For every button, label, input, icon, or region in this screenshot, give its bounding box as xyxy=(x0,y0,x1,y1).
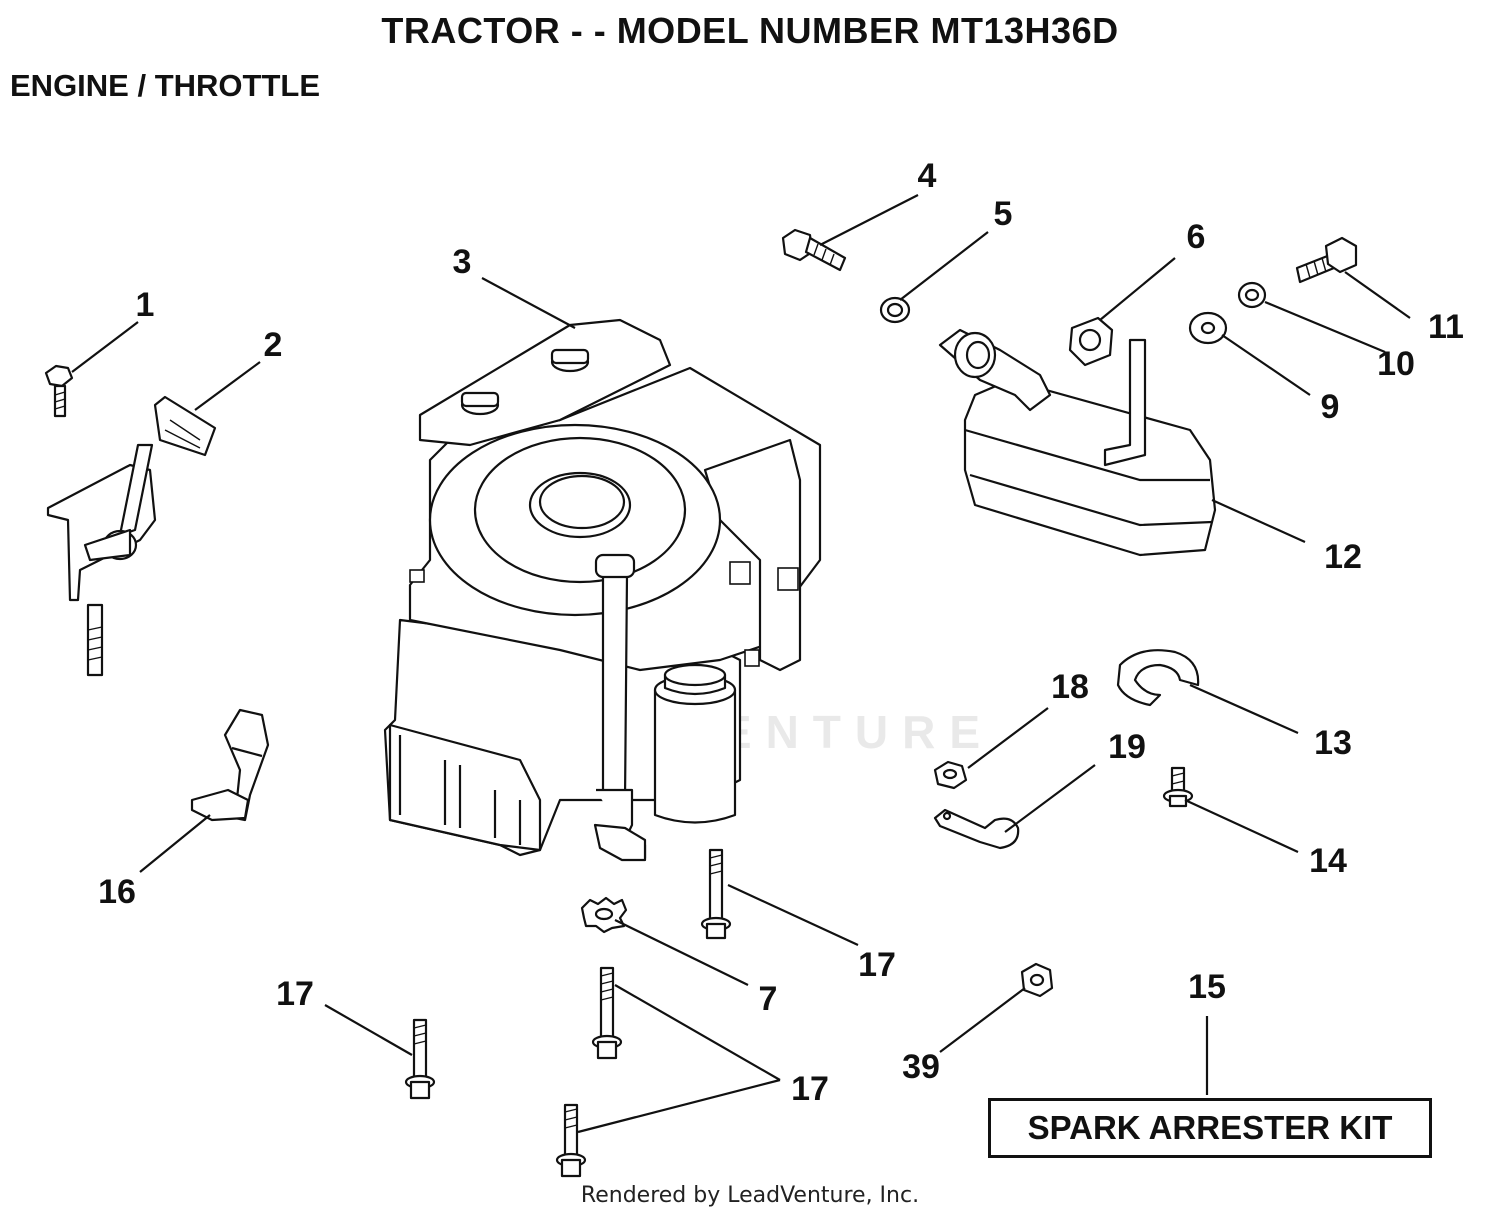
part-2-throttle-control xyxy=(46,395,217,677)
callout-17-a: 17 xyxy=(858,946,896,984)
part-4-bolt xyxy=(781,228,847,272)
part-39-nut xyxy=(1020,962,1054,998)
part-18-nut xyxy=(933,760,968,790)
callout-5: 5 xyxy=(994,195,1013,233)
part-12-muffler xyxy=(938,328,1217,557)
part-17-bolt-b xyxy=(404,1018,436,1100)
part-13-gasket-ring xyxy=(1116,649,1200,707)
callout-14: 14 xyxy=(1309,842,1347,880)
callout-11: 11 xyxy=(1428,308,1464,346)
leader-lines xyxy=(71,194,1411,1134)
part-14-flange-bolt xyxy=(1162,766,1194,808)
part-17-bolt-d xyxy=(555,1103,587,1178)
part-7-star-washer xyxy=(580,896,628,934)
callout-9: 9 xyxy=(1321,388,1340,426)
callout-6: 6 xyxy=(1187,218,1206,256)
part-10-lock-washer xyxy=(1237,281,1267,309)
callout-7: 7 xyxy=(759,980,778,1018)
callout-labels: 1 2 3 4 5 6 7 9 10 11 12 13 14 15 16 17 … xyxy=(98,157,1464,1108)
callout-17-c: 17 xyxy=(791,1070,829,1108)
spark-arrester-kit-box: SPARK ARRESTER KIT xyxy=(988,1098,1432,1158)
part-1-hex-bolt xyxy=(44,364,74,418)
section-title: ENGINE / THROTTLE xyxy=(10,68,320,103)
part-17-bolt-a xyxy=(700,848,732,940)
part-5-lock-washer xyxy=(879,296,911,324)
callout-18: 18 xyxy=(1051,668,1089,706)
page-title: TRACTOR - - MODEL NUMBER MT13H36D xyxy=(381,10,1119,51)
part-9-flat-washer xyxy=(1188,311,1228,345)
callout-2: 2 xyxy=(264,326,283,364)
part-17-bolt-c xyxy=(591,966,623,1060)
callout-15: 15 xyxy=(1188,968,1226,1006)
part-11-bolt xyxy=(1295,236,1358,284)
callout-12: 12 xyxy=(1324,538,1362,576)
callout-16: 16 xyxy=(98,873,136,911)
footer-credit: Rendered by LeadVenture, Inc. xyxy=(580,1183,920,1208)
engine-part xyxy=(383,318,822,862)
part-19-clamp xyxy=(933,808,1020,850)
callout-13: 13 xyxy=(1314,724,1352,762)
callout-19: 19 xyxy=(1108,728,1146,766)
part-16-bracket xyxy=(190,708,270,822)
callout-39: 39 xyxy=(902,1048,940,1086)
callout-17-b: 17 xyxy=(276,975,314,1013)
spark-arrester-kit-label: SPARK ARRESTER KIT xyxy=(1027,1109,1393,1146)
callout-4: 4 xyxy=(918,157,937,195)
callout-10: 10 xyxy=(1377,345,1415,383)
callout-1: 1 xyxy=(136,286,155,324)
callout-3: 3 xyxy=(453,243,472,281)
part-6-gasket xyxy=(1068,316,1114,367)
